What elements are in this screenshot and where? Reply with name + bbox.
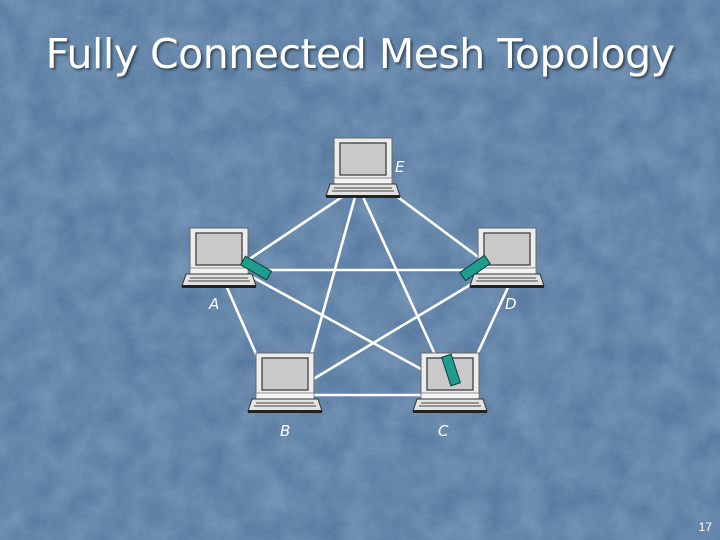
link-e-a <box>243 193 347 264</box>
node-label-c: C <box>438 422 449 440</box>
connector-c <box>440 353 462 387</box>
laptop-a <box>181 227 257 288</box>
laptop-d <box>469 227 545 288</box>
page-number: 17 <box>698 520 712 534</box>
node-label-a: A <box>208 295 219 313</box>
node-label-d: D <box>505 295 517 313</box>
connector-a <box>239 255 273 281</box>
connector-d <box>459 254 491 282</box>
laptop-e <box>325 137 401 198</box>
mesh-links <box>223 193 512 397</box>
link-e-c <box>361 195 445 374</box>
slide-title: Fully Connected Mesh Topology <box>45 30 675 78</box>
link-e-b <box>305 195 357 372</box>
link-e-d <box>393 193 487 264</box>
connectors <box>239 254 491 387</box>
link-d-b <box>303 271 492 386</box>
node-label-b: B <box>280 422 290 440</box>
link-a-c <box>243 271 434 377</box>
node-label-e: E <box>395 158 405 176</box>
laptop-b <box>247 352 323 413</box>
